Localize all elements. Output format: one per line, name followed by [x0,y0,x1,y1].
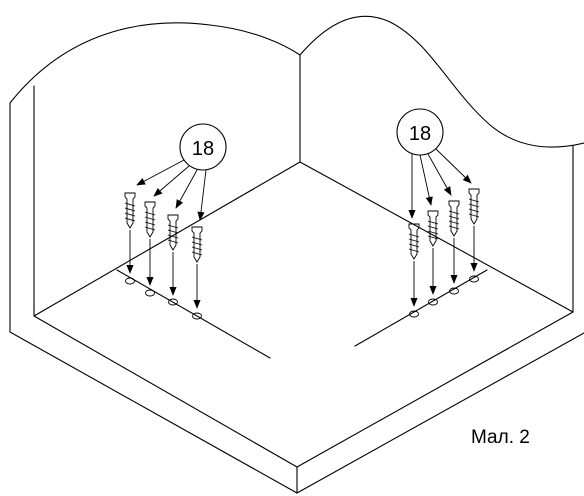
right-holes [409,275,479,318]
figure-caption: Мал. 2 [471,427,530,448]
screw-icon [167,214,179,251]
callout-label: 18 [409,123,431,145]
screw-icon [468,188,480,225]
right-guide-line [354,269,488,347]
right-screw-group [354,188,488,347]
screw-icon [124,192,136,229]
left-screws [124,192,203,263]
cabinet-outline [9,15,584,494]
left-holes [125,277,202,320]
screw-icon [144,201,156,238]
callout-right: 18 [396,108,472,219]
screw-icon [408,223,420,260]
callout-left: 18 [136,123,227,221]
left-insert-arrows [126,230,201,309]
callout-label: 18 [192,138,214,160]
right-insert-arrows [410,226,478,307]
left-screw-group [116,192,271,359]
screw-icon [191,226,203,263]
screw-icon [427,210,439,247]
right-screws [408,188,480,260]
callout-circle [179,123,227,171]
screw-icon [448,200,460,237]
